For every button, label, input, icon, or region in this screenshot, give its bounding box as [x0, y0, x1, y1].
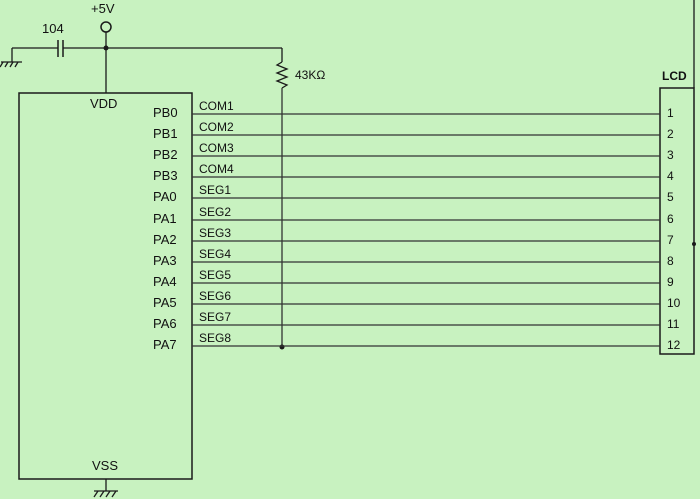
signal-label: SEG2: [199, 205, 232, 219]
lcd-pin-number: 5: [667, 190, 674, 204]
signal-label: COM3: [199, 141, 234, 155]
vdd-label: VDD: [90, 96, 118, 111]
mcu-pin-label: PB2: [153, 147, 178, 162]
mcu-pin-label: PB1: [153, 126, 178, 141]
mcu-pin-label: PA4: [153, 274, 177, 289]
lcd-pin-number: 4: [667, 169, 674, 183]
vss-label: VSS: [92, 458, 119, 473]
lcd-pin-number: 3: [667, 148, 674, 162]
resistor-label: 43KΩ: [295, 68, 326, 82]
lcd-pin-number: 8: [667, 254, 674, 268]
lcd-pin-number: 7: [667, 233, 674, 247]
lcd-pin-number: 11: [667, 317, 680, 331]
signal-label: SEG8: [199, 331, 232, 345]
lcd-body: [659, 87, 695, 355]
signal-label: COM1: [199, 99, 234, 113]
signal-label: SEG1: [199, 183, 232, 197]
signal-label: SEG7: [199, 310, 232, 324]
signal-label: SEG3: [199, 226, 232, 240]
lcd-pin-number: 9: [667, 275, 674, 289]
mcu-pin-label: PA6: [153, 316, 177, 331]
lcd-label: LCD: [662, 69, 687, 83]
resistor-zigzag: [275, 61, 289, 89]
ground-icon: [93, 490, 118, 498]
mcu-pin-label: PA0: [153, 189, 177, 204]
mcu-pin-label: PB0: [153, 105, 178, 120]
ground-icon: [0, 61, 22, 68]
mcu-pin-label: PB3: [153, 168, 178, 183]
signal-label: SEG4: [199, 247, 232, 261]
mcu-pin-label: PA5: [153, 295, 177, 310]
signal-label: SEG5: [199, 268, 232, 282]
lcd-pin-number: 6: [667, 212, 674, 226]
supply-terminal: [100, 21, 112, 33]
signal-label: SEG6: [199, 289, 232, 303]
supply-label: +5V: [91, 1, 115, 16]
mcu-pin-label: PA2: [153, 232, 177, 247]
signal-label: COM4: [199, 162, 234, 176]
mcu-pin-label: PA7: [153, 337, 177, 352]
capacitor-label: 104: [42, 21, 64, 36]
mcu-pin-label: PA3: [153, 253, 177, 268]
lcd-pin-number: 2: [667, 127, 674, 141]
lcd-pin-number: 1: [667, 106, 674, 120]
mcu-pin-label: PA1: [153, 211, 177, 226]
lcd-pin-number: 12: [667, 338, 681, 352]
lcd-pin-number: 10: [667, 296, 681, 310]
signal-label: COM2: [199, 120, 234, 134]
